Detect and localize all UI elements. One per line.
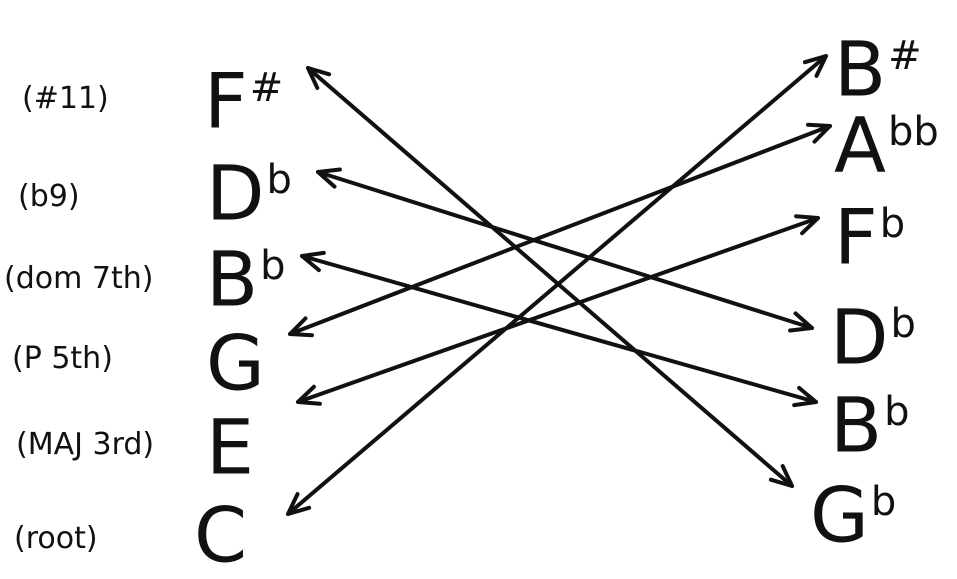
arrowhead-right bbox=[792, 385, 818, 408]
arrow-connection bbox=[300, 250, 818, 408]
arrow-line bbox=[300, 254, 818, 404]
left-note-g: G bbox=[206, 310, 267, 403]
arrow-connection bbox=[316, 167, 814, 333]
arrow-connection bbox=[306, 66, 794, 488]
interval-label-sharp-11: (#11) bbox=[22, 81, 109, 116]
right-note-letter: B bbox=[830, 380, 883, 470]
arrowhead-left bbox=[306, 66, 332, 90]
left-note-e: E bbox=[206, 394, 256, 487]
arrow-connection bbox=[286, 54, 828, 516]
right-note-accidental: bb bbox=[888, 109, 939, 155]
left-note-accidental: # bbox=[249, 65, 284, 111]
right-note-b-sharp: B# bbox=[834, 16, 922, 109]
left-note-accidental: b bbox=[266, 157, 292, 203]
left-note-f-sharp: F# bbox=[204, 48, 283, 141]
right-note-letter: D bbox=[830, 292, 889, 382]
arrowhead-left bbox=[288, 316, 314, 338]
arrowhead-left bbox=[296, 384, 322, 406]
arrow-layer bbox=[286, 54, 832, 516]
arrowhead-left bbox=[316, 167, 342, 189]
left-note-letter: G bbox=[206, 318, 265, 408]
right-note-accidental: b bbox=[884, 389, 910, 435]
arrow-line bbox=[288, 124, 832, 336]
left-note-letter: C bbox=[194, 490, 248, 579]
left-note-letter: D bbox=[206, 148, 265, 238]
interval-label-dom-7th: (dom 7th) bbox=[4, 261, 154, 296]
right-note-letter: G bbox=[810, 470, 869, 560]
arrow-line bbox=[306, 66, 794, 488]
right-note-letter: A bbox=[834, 100, 886, 190]
arrowhead-right bbox=[806, 122, 832, 144]
interval-label-root: (root) bbox=[14, 521, 98, 556]
right-note-letter: F bbox=[834, 192, 878, 282]
left-note-c: C bbox=[194, 482, 249, 575]
left-note-letter: B bbox=[206, 234, 259, 324]
left-note-accidental: b bbox=[260, 243, 286, 289]
arrow-connection bbox=[296, 214, 820, 406]
interval-label-p-5th: (P 5th) bbox=[12, 341, 113, 376]
arrowhead-right bbox=[788, 311, 814, 333]
arrow-connection bbox=[288, 122, 832, 338]
arrow-line bbox=[296, 216, 820, 404]
right-note-letter: B bbox=[834, 24, 887, 114]
arrowhead-right bbox=[768, 464, 794, 488]
right-note-a-double-flat: Abb bbox=[834, 92, 939, 185]
arrowhead-left bbox=[300, 250, 326, 273]
right-note-g-flat: Gb bbox=[810, 462, 896, 555]
arrow-line bbox=[286, 54, 828, 516]
left-note-letter: E bbox=[206, 402, 255, 492]
right-note-d-flat: Db bbox=[830, 284, 916, 377]
interval-label-flat-9: (b9) bbox=[18, 179, 80, 214]
right-note-accidental: b bbox=[879, 201, 906, 247]
arrowhead-right bbox=[802, 54, 828, 78]
right-note-f-flat: Fb bbox=[834, 184, 905, 277]
interval-label-maj-3rd: (MAJ 3rd) bbox=[16, 427, 155, 462]
arrowhead-right bbox=[794, 214, 820, 236]
arrow-line bbox=[316, 170, 814, 330]
left-note-b-flat: Bb bbox=[206, 226, 286, 319]
right-note-accidental: b bbox=[870, 479, 897, 525]
right-note-accidental: # bbox=[888, 33, 922, 79]
left-note-letter: F bbox=[204, 56, 248, 146]
arrowhead-left bbox=[286, 492, 312, 516]
right-note-b-flat: Bb bbox=[830, 372, 910, 465]
left-note-d-flat: Db bbox=[206, 140, 292, 233]
right-note-accidental: b bbox=[890, 301, 916, 347]
